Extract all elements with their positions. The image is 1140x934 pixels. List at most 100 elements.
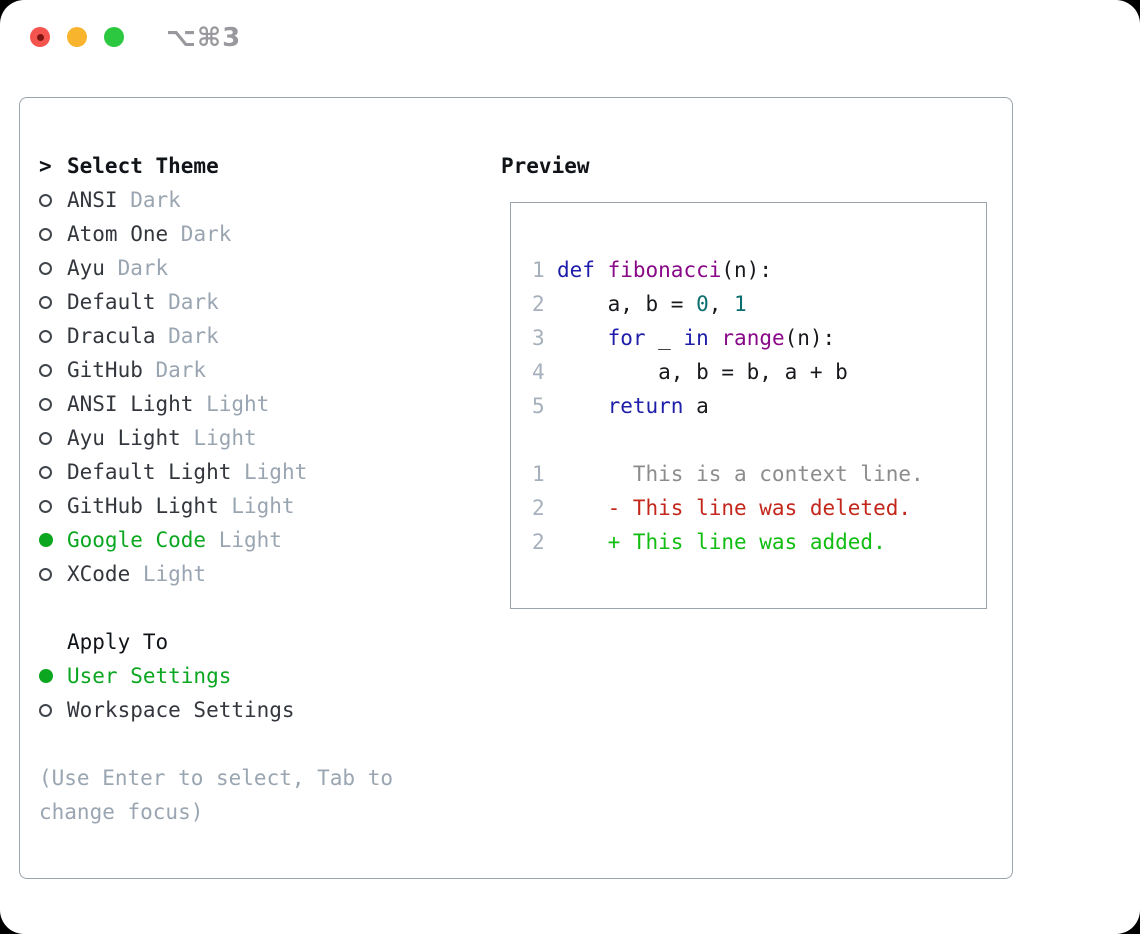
- code-token: 1: [734, 292, 747, 316]
- radio-dot: [39, 465, 52, 479]
- line-number: [532, 423, 557, 457]
- radio-icon: [39, 227, 67, 241]
- line-number: 4: [532, 360, 545, 384]
- radio-dot: [39, 669, 53, 683]
- select-theme-label: Select Theme: [67, 154, 219, 178]
- theme-variant: Light: [218, 528, 282, 552]
- line-number: 2: [532, 530, 545, 554]
- apply-to-label: Apply To: [67, 630, 169, 654]
- radio-dot: [39, 499, 52, 513]
- theme-variant: Dark: [130, 188, 181, 212]
- close-button[interactable]: [30, 27, 50, 47]
- apply-option-workspace-settings[interactable]: Workspace Settings: [39, 693, 479, 727]
- code-text: for _ in range(n):: [557, 321, 836, 355]
- theme-name: Dracula: [67, 324, 156, 348]
- minimize-button[interactable]: [67, 27, 87, 47]
- radio-icon: [39, 295, 67, 309]
- radio-icon: [39, 329, 67, 343]
- code-line: 2 a, b = 0, 1: [532, 287, 986, 321]
- theme-name: Default Light: [67, 460, 232, 484]
- code-text: This is a context line.: [557, 457, 924, 491]
- theme-variant: Light: [206, 392, 270, 416]
- code-token: [557, 394, 608, 418]
- theme-name: Ayu: [67, 256, 105, 280]
- radio-icon: [39, 567, 67, 581]
- code-token: def: [557, 258, 595, 282]
- code-line: 1 def fibonacci(n):: [532, 253, 986, 287]
- code-token: [595, 258, 608, 282]
- code-token: _: [645, 326, 684, 350]
- radio-icon: [39, 397, 67, 411]
- radio-dot: [39, 567, 52, 581]
- code-line: 4 a, b = b, a + b: [532, 355, 986, 389]
- code-token: (n):: [784, 326, 836, 350]
- keyboard-hint: (Use Enter to select, Tab to change focu…: [39, 766, 394, 824]
- radio-dot: [39, 533, 53, 547]
- code-token: (n):: [721, 258, 772, 282]
- radio-dot: [39, 363, 52, 377]
- code-line: 5 return a: [532, 389, 986, 423]
- line-number: 3: [532, 326, 545, 350]
- preview-label: Preview: [501, 154, 590, 178]
- radio-dot: [39, 397, 52, 411]
- theme-variant: Light: [244, 460, 308, 484]
- apply-to-header: Apply To: [39, 625, 479, 659]
- code-token: [557, 326, 608, 350]
- line-number: 1: [532, 258, 545, 282]
- theme-variant: Dark: [180, 222, 232, 246]
- apply-option-label: Workspace Settings: [67, 698, 295, 722]
- theme-option-atom-one[interactable]: Atom One Dark: [39, 217, 479, 251]
- apply-option-label: User Settings: [67, 664, 232, 688]
- code-line: 1 This is a context line.: [532, 457, 986, 491]
- theme-name: XCode: [67, 562, 131, 586]
- code-text: def fibonacci(n):: [557, 253, 772, 287]
- radio-icon: [39, 261, 67, 275]
- code-token: 0: [696, 292, 709, 316]
- theme-name: Atom One: [67, 222, 169, 246]
- cursor-chevron-icon: >: [39, 154, 52, 178]
- code-token: for: [607, 326, 646, 350]
- theme-variant: Dark: [168, 324, 219, 348]
- radio-selected-icon: [39, 669, 67, 683]
- zoom-button[interactable]: [104, 27, 124, 47]
- radio-dot: [39, 703, 52, 717]
- select-theme-header: > Select Theme: [39, 149, 479, 183]
- code-token: + This line was added.: [557, 530, 886, 554]
- apply-option-user-settings[interactable]: User Settings: [39, 659, 479, 693]
- radio-dot: [39, 193, 52, 207]
- radio-icon: [39, 703, 67, 717]
- code-line: 3 for _ in range(n):: [532, 321, 986, 355]
- code-token: [709, 326, 722, 350]
- code-text: + This line was added.: [557, 525, 886, 559]
- code-token: return: [607, 394, 684, 418]
- theme-variant: Light: [142, 562, 207, 586]
- theme-name: GitHub Light: [67, 494, 219, 518]
- code-token: ,: [708, 292, 735, 316]
- radio-icon: [39, 499, 67, 513]
- line-number: 2: [532, 292, 545, 316]
- radio-icon: [39, 193, 67, 207]
- code-text: a, b = 0, 1: [557, 287, 747, 321]
- radio-selected-icon: [39, 533, 67, 547]
- theme-option-xcode[interactable]: XCode Light: [39, 557, 479, 591]
- theme-option-dracula[interactable]: Dracula Dark: [39, 319, 479, 353]
- code-text: return a: [557, 389, 709, 423]
- theme-option-default-light[interactable]: Default Light Light: [39, 455, 479, 489]
- radio-dot: [39, 261, 52, 275]
- radio-icon: [39, 431, 67, 445]
- theme-variant: Dark: [168, 290, 219, 314]
- radio-dot: [39, 431, 52, 445]
